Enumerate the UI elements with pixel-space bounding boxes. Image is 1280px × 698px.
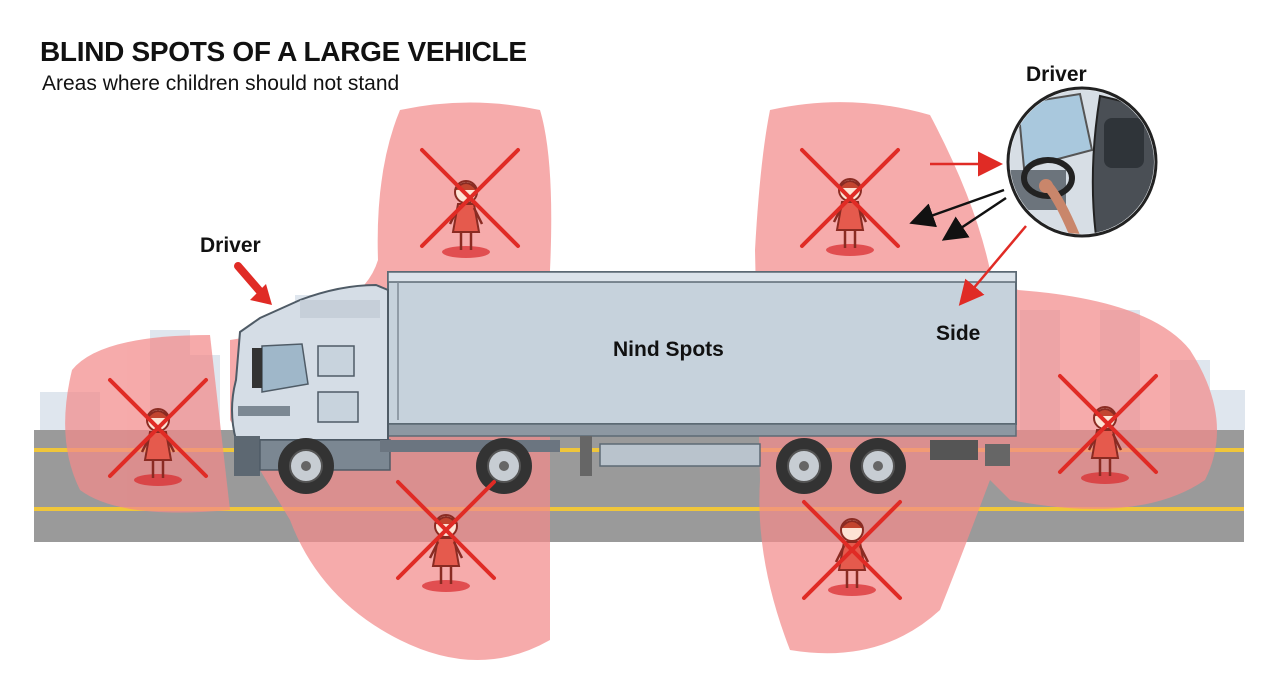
- driver-label-right: Driver: [1026, 63, 1087, 86]
- inset-arrows: [909, 151, 1027, 306]
- cab-front-wheel: [277, 437, 335, 495]
- trailer-wheel-1: [775, 437, 833, 495]
- page-title: BLIND SPOTS OF A LARGE VEHICLE: [40, 36, 527, 67]
- blind-spots-label: Nind Spots: [613, 338, 724, 361]
- trailer: [387, 271, 1017, 476]
- side-label: Side: [936, 322, 981, 345]
- truck-icon: [231, 271, 1017, 495]
- driver-label-left: Driver: [200, 234, 261, 257]
- steering-wheel-icon: [1021, 157, 1075, 199]
- cab-rear-wheel: [475, 437, 533, 495]
- page-subtitle: Areas where children should not stand: [42, 72, 400, 95]
- trailer-wheel-2: [849, 437, 907, 495]
- driver-view-inset: [1006, 86, 1158, 238]
- driver-arrow-icon: [234, 262, 272, 305]
